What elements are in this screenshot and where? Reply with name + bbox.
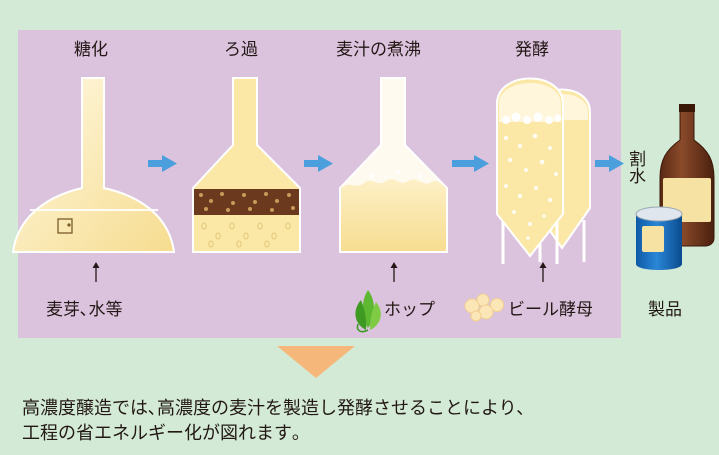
input-arrow-yeast (539, 262, 547, 282)
note-line-2: 工程の省エネルギー化が図れます｡ (22, 423, 301, 444)
boil-bubbles (369, 170, 423, 179)
stage-label-lautering: ろ過 (224, 40, 258, 60)
grain-bed-dots (199, 192, 295, 212)
stage-label-wort-boiling: 麦汁の煮沸 (336, 40, 421, 60)
stage-label-saccharification: 糖化 (74, 40, 108, 60)
mash-kettle (11, 77, 176, 253)
flow-arrow-3 (452, 155, 489, 172)
note-line-1: 高濃度醸造では､高濃度の麦汁を製造し発酵させることにより､ (22, 398, 526, 419)
front-tank (496, 77, 564, 264)
stage-label-fermentation: 発酵 (515, 40, 549, 60)
lauter-tun (192, 77, 301, 253)
yeast-icon (464, 293, 504, 322)
input-label-hops: ホップ (384, 300, 435, 320)
flow-arrow-4 (595, 155, 624, 172)
kettle-hatch-icon (57, 218, 73, 234)
product-label: 製品 (648, 300, 682, 320)
foam-bubbles (502, 112, 562, 124)
flow-arrow-1 (148, 155, 177, 172)
input-label-malt-water: 麦芽､水等 (46, 300, 123, 320)
boil-kettle (339, 77, 448, 253)
wort-bubbles (201, 222, 291, 248)
hop-icon (355, 290, 381, 333)
flow-arrow-2 (304, 155, 333, 172)
yeast-bubbles (503, 133, 558, 240)
dilution-label: 割水 (625, 150, 645, 184)
down-arrow (277, 346, 355, 378)
input-arrow-malt (92, 262, 100, 282)
fermentation-tanks (496, 77, 591, 264)
input-label-yeast: ビール酵母 (508, 300, 593, 320)
input-arrow-hops (390, 262, 398, 282)
beer-can-icon (635, 206, 683, 270)
